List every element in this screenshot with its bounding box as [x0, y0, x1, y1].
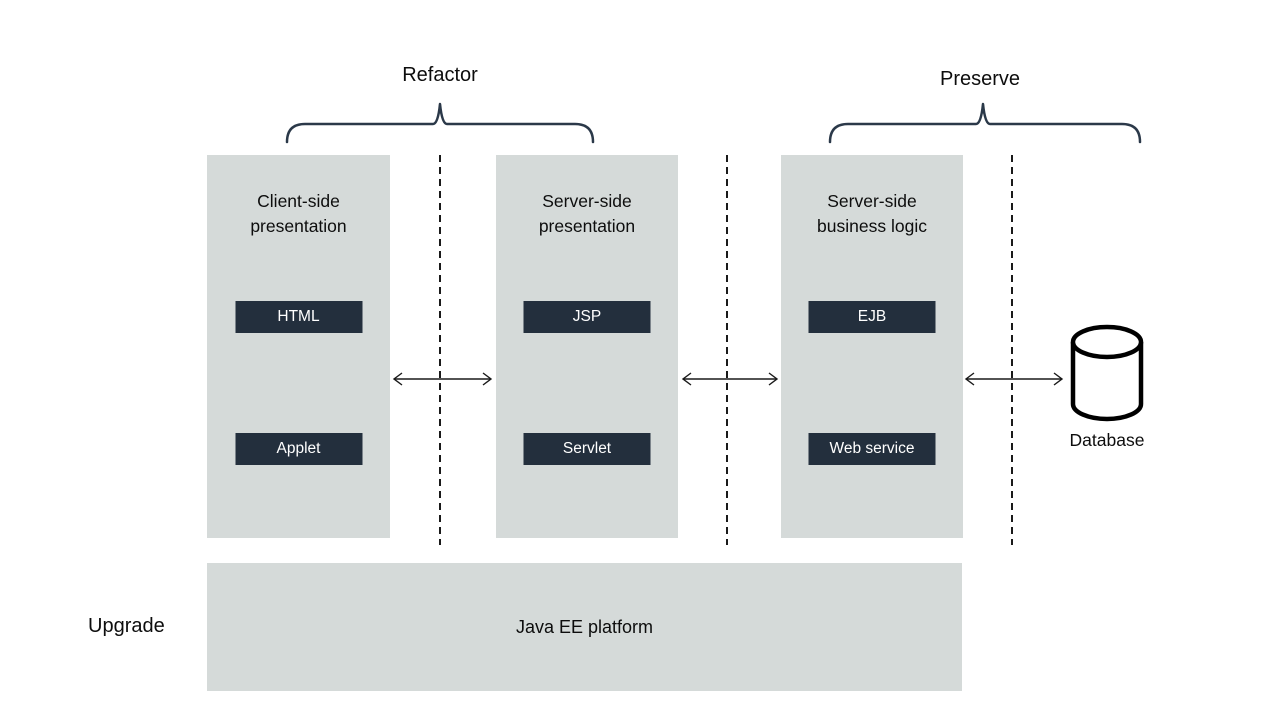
component-web-service: Web service — [808, 433, 936, 465]
preserve-label: Preserve — [939, 68, 1021, 90]
platform-label: Java EE platform — [515, 616, 654, 637]
refactor-label: Refactor — [402, 64, 478, 86]
upgrade-label: Upgrade — [88, 615, 165, 637]
database-label: Database — [1069, 430, 1145, 450]
double-arrow-icon — [964, 372, 1064, 386]
dashed-separator-icon — [726, 155, 728, 545]
double-arrow-icon — [681, 372, 779, 386]
tier-title-line2: business logic — [817, 216, 927, 236]
tier-client-side-presentation: Client-side presentation HTML Applet — [207, 155, 390, 538]
dashed-separator-icon — [1011, 155, 1013, 545]
refactor-brace-icon — [285, 102, 595, 144]
tier-title-line1: Client-side — [257, 191, 340, 211]
java-ee-platform-bar: Java EE platform — [207, 563, 962, 691]
tier-title: Server-side business logic — [781, 189, 963, 239]
component-ejb: EJB — [808, 301, 936, 333]
database-cylinder-icon — [1070, 324, 1144, 422]
tier-title-line1: Server-side — [827, 191, 917, 211]
tier-title-line1: Server-side — [542, 191, 632, 211]
tier-title-line2: presentation — [538, 216, 636, 236]
component-html: HTML — [235, 301, 362, 333]
component-jsp: JSP — [523, 301, 651, 333]
tier-title: Server-side presentation — [496, 189, 678, 239]
tier-server-side-business-logic: Server-side business logic EJB Web servi… — [781, 155, 963, 538]
double-arrow-icon — [392, 372, 493, 386]
tier-title: Client-side presentation — [207, 189, 390, 239]
tier-title-line2: presentation — [250, 216, 347, 236]
component-applet: Applet — [235, 433, 362, 465]
component-servlet: Servlet — [523, 433, 651, 465]
dashed-separator-icon — [439, 155, 441, 545]
tier-server-side-presentation: Server-side presentation JSP Servlet — [496, 155, 678, 538]
preserve-brace-icon — [828, 102, 1142, 144]
